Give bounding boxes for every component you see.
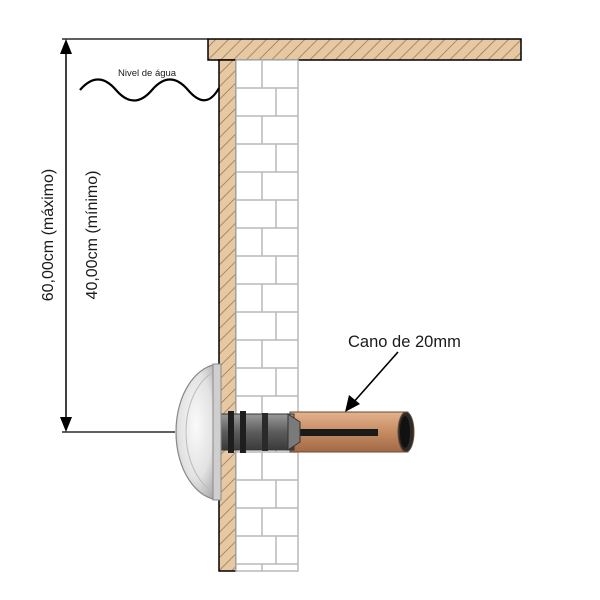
depth-dimension: 60,00cm (máximo) 40,00cm (mínimo) [40,38,208,433]
water-level-label: Nivel de água [118,68,177,79]
dimension-arrow-bottom [60,417,72,432]
max-depth-label: 60,00cm (máximo) [40,169,57,301]
pool-light [175,363,222,501]
min-depth-label: 40,00cm (mínimo) [84,171,101,300]
dimension-arrow-top [60,39,72,54]
pipe-callout: Cano de 20mm [345,333,461,412]
wall-fitting [213,411,301,453]
pool-wall-finish [218,59,237,572]
pipe-label: Cano de 20mm [348,333,461,351]
brick-wall [235,59,299,572]
deck-slab [207,38,522,61]
pipe [289,411,415,453]
water-level: Nivel de água [79,68,220,102]
pipe-arrow-icon [345,395,360,412]
